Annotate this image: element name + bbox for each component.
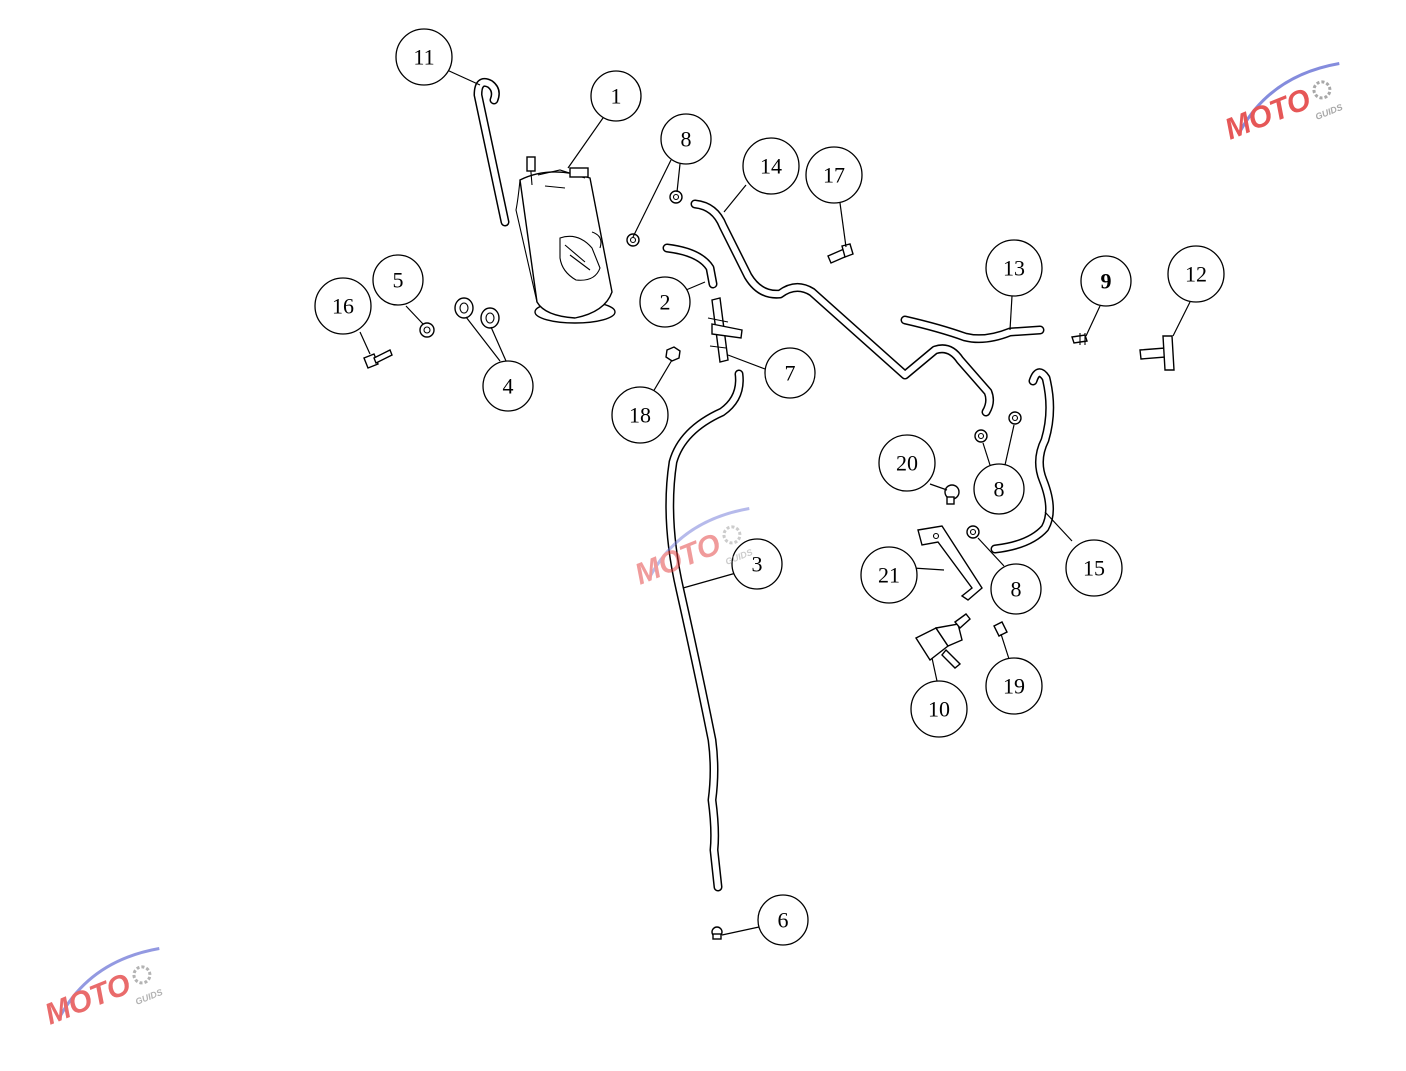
hose-13 bbox=[900, 315, 1045, 344]
canister-1 bbox=[515, 156, 616, 324]
svg-text:2: 2 bbox=[660, 290, 671, 315]
svg-text:8: 8 bbox=[1011, 577, 1022, 602]
callout-8-c: 8 bbox=[990, 563, 1042, 615]
bolt-16 bbox=[363, 349, 393, 369]
hose-2 bbox=[662, 243, 718, 289]
svg-text:7: 7 bbox=[785, 361, 796, 386]
callout-5: 5 bbox=[372, 254, 424, 306]
callout-17: 17 bbox=[805, 146, 863, 204]
callout-6: 6 bbox=[757, 894, 809, 946]
svg-text:6: 6 bbox=[778, 908, 789, 933]
callout-13: 13 bbox=[985, 239, 1043, 297]
svg-text:11: 11 bbox=[413, 45, 434, 70]
callout-7: 7 bbox=[764, 347, 816, 399]
bracket-21 bbox=[917, 525, 983, 601]
callout-11: 11 bbox=[395, 28, 453, 86]
hose-3 bbox=[665, 369, 744, 892]
callout-9: 9 bbox=[1080, 255, 1132, 307]
nut-18 bbox=[665, 346, 681, 362]
callout-8-b: 8 bbox=[973, 463, 1025, 515]
callout-14: 14 bbox=[742, 137, 800, 195]
parts bbox=[363, 156, 1175, 940]
hose-15 bbox=[990, 368, 1055, 554]
callout-18: 18 bbox=[611, 386, 669, 444]
callout-20: 20 bbox=[878, 434, 936, 492]
leader-lines bbox=[359, 69, 1191, 936]
grommets-4 bbox=[454, 297, 500, 329]
grommet-5 bbox=[419, 322, 435, 338]
connector-12 bbox=[1139, 335, 1175, 371]
valve-10 bbox=[914, 613, 971, 669]
t-connector-7 bbox=[707, 297, 743, 363]
callout-1: 1 bbox=[590, 70, 642, 122]
cap-19 bbox=[993, 621, 1008, 637]
svg-text:3: 3 bbox=[752, 552, 763, 577]
svg-text:8: 8 bbox=[681, 127, 692, 152]
fitting-9 bbox=[1071, 333, 1088, 345]
callout-19: 19 bbox=[985, 657, 1043, 715]
callout-16: 16 bbox=[314, 277, 372, 335]
hose-11 bbox=[473, 77, 510, 227]
callouts: 1 2 3 4 5 6 7 8 8 8 9 10 11 12 13 14 15 … bbox=[314, 28, 1225, 946]
svg-text:18: 18 bbox=[629, 403, 651, 428]
svg-text:21: 21 bbox=[878, 563, 900, 588]
svg-text:1: 1 bbox=[611, 84, 622, 109]
svg-text:12: 12 bbox=[1185, 262, 1207, 287]
clamps-8 bbox=[626, 190, 1022, 539]
cap-20 bbox=[944, 484, 960, 505]
svg-text:15: 15 bbox=[1083, 556, 1105, 581]
svg-text:20: 20 bbox=[896, 451, 918, 476]
svg-text:8: 8 bbox=[994, 477, 1005, 502]
svg-text:10: 10 bbox=[928, 697, 950, 722]
svg-text:4: 4 bbox=[503, 374, 514, 399]
callout-8-a: 8 bbox=[660, 113, 712, 165]
svg-text:16: 16 bbox=[332, 294, 354, 319]
callout-21: 21 bbox=[860, 546, 918, 604]
callout-10: 10 bbox=[910, 680, 968, 738]
callout-15: 15 bbox=[1065, 539, 1123, 597]
svg-text:19: 19 bbox=[1003, 674, 1025, 699]
svg-text:17: 17 bbox=[823, 163, 845, 188]
svg-text:MOTO: MOTO bbox=[1220, 82, 1315, 146]
svg-text:9: 9 bbox=[1101, 269, 1112, 294]
callout-3: 3 bbox=[731, 538, 783, 590]
cap-6 bbox=[711, 926, 723, 940]
svg-text:14: 14 bbox=[760, 154, 782, 179]
callout-2: 2 bbox=[639, 276, 691, 328]
svg-text:MOTO: MOTO bbox=[40, 967, 135, 1031]
watermark-top-right: MOTO GUIDS bbox=[1220, 62, 1344, 146]
watermark-bottom-left: MOTO GUIDS bbox=[40, 947, 164, 1031]
hose-14 bbox=[690, 199, 995, 417]
callout-12: 12 bbox=[1167, 245, 1225, 303]
hoses bbox=[473, 77, 1055, 892]
svg-text:13: 13 bbox=[1003, 256, 1025, 281]
svg-text:5: 5 bbox=[393, 268, 404, 293]
svg-text:GUIDS: GUIDS bbox=[134, 987, 164, 1007]
callout-4: 4 bbox=[482, 360, 534, 412]
svg-text:GUIDS: GUIDS bbox=[1314, 102, 1344, 122]
bolt-17 bbox=[827, 243, 854, 264]
